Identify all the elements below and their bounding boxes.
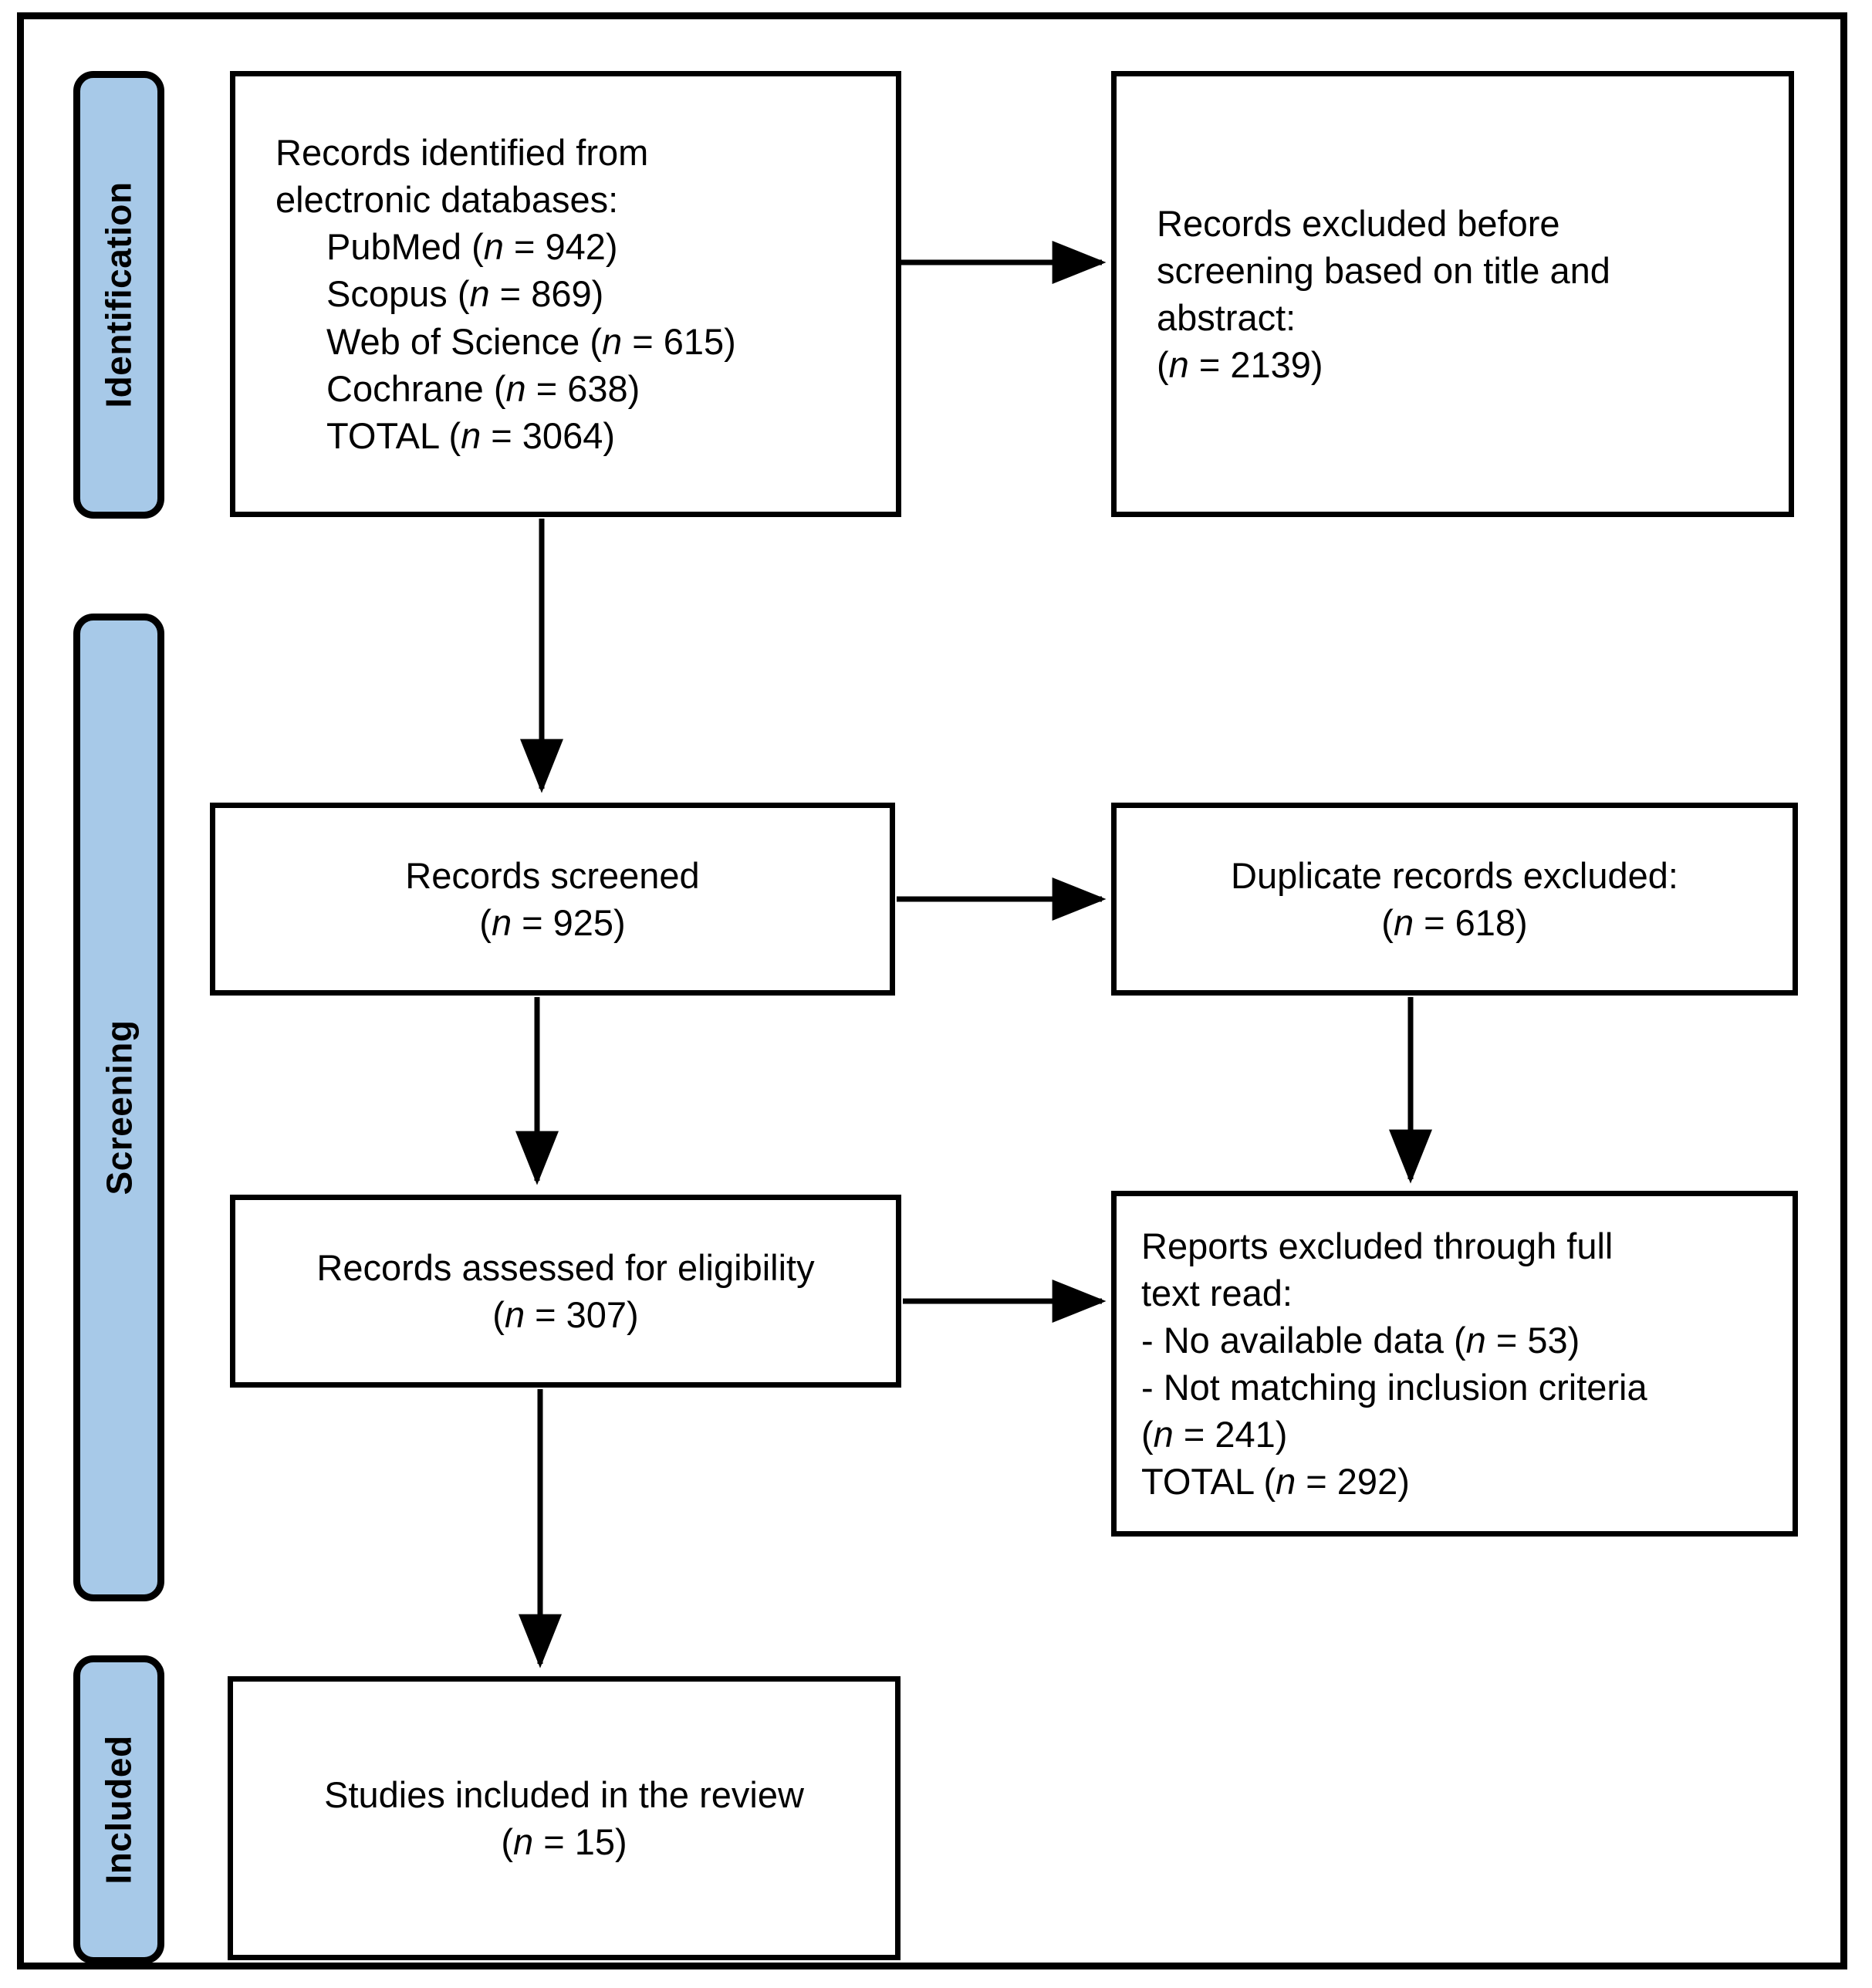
n-italic: n: [1393, 902, 1414, 943]
total-value: = 292): [1296, 1461, 1410, 1503]
paren-open: (: [492, 1294, 505, 1335]
reports-excluded-not-matching-count: (n = 241): [1141, 1411, 1793, 1458]
reports-excluded-total: TOTAL (n = 292): [1141, 1458, 1793, 1505]
excluded-before-value: = 2139): [1188, 344, 1323, 386]
paren-open: (: [1157, 344, 1169, 386]
excluded-before-line-3: abstract:: [1157, 297, 1296, 338]
n-italic: n: [461, 414, 482, 456]
records-identified-pubmed: PubMed (n = 942): [275, 223, 896, 270]
records-assessed-value: = 307): [525, 1294, 639, 1335]
box-studies-included-in-review: Studies included in the review (n = 15): [228, 1676, 901, 1960]
cochrane-label: Cochrane (: [326, 367, 506, 409]
records-screened-label: Records screened: [405, 854, 700, 896]
box-records-assessed-for-eligibility: Records assessed for eligibility (n = 30…: [230, 1195, 901, 1388]
scopus-label: Scopus (: [326, 273, 470, 315]
n-italic: n: [1153, 1414, 1174, 1456]
paren-open: (: [479, 902, 492, 943]
excluded-before-count: (n = 2139): [1157, 341, 1789, 388]
wos-value: = 615): [622, 320, 736, 362]
not-matching-value: = 241): [1173, 1414, 1288, 1456]
pubmed-value: = 942): [503, 226, 618, 268]
records-identified-wos: Web of Science (n = 615): [275, 318, 896, 365]
n-italic: n: [1168, 344, 1189, 386]
pubmed-label: PubMed (: [326, 226, 484, 268]
n-italic: n: [491, 902, 512, 943]
box-records-identified: Records identified from electronic datab…: [230, 71, 901, 517]
diagram-outer-frame: [17, 12, 1847, 1969]
n-italic: n: [1276, 1461, 1296, 1503]
box-duplicate-records-excluded: Duplicate records excluded: (n = 618): [1111, 803, 1798, 996]
paren-open: (: [1381, 902, 1394, 943]
n-italic: n: [513, 1821, 534, 1862]
n-italic: n: [469, 273, 490, 315]
records-screened-value: = 925): [512, 902, 626, 943]
phase-bar-screening: Screening: [73, 614, 164, 1601]
excluded-before-line-2: screening based on title and: [1157, 249, 1610, 291]
records-identified-line-2: electronic databases:: [275, 179, 619, 221]
box-records-excluded-before-screening: Records excluded before screening based …: [1111, 71, 1794, 517]
duplicates-excluded-value: = 618): [1414, 902, 1528, 943]
no-available-data-label: - No available data (: [1141, 1319, 1466, 1361]
box-reports-excluded-full-text: Reports excluded through full text read:…: [1111, 1191, 1798, 1537]
total-value: = 3064): [481, 414, 616, 456]
records-assessed-count: (n = 307): [235, 1291, 896, 1338]
duplicates-excluded-label: Duplicate records excluded:: [1231, 854, 1678, 896]
wos-label: Web of Science (: [326, 320, 603, 362]
n-italic: n: [505, 367, 526, 409]
studies-included-count: (n = 15): [233, 1818, 895, 1865]
studies-included-label: Studies included in the review: [324, 1773, 804, 1815]
paren-open: (: [501, 1821, 513, 1862]
studies-included-value: = 15): [533, 1821, 627, 1862]
total-label: TOTAL (: [326, 414, 461, 456]
phase-bar-included: Included: [73, 1655, 164, 1964]
records-identified-scopus: Scopus (n = 869): [275, 270, 896, 317]
n-italic: n: [504, 1294, 525, 1335]
excluded-before-line-1: Records excluded before: [1157, 202, 1560, 244]
n-italic: n: [602, 320, 623, 362]
reports-excluded-line-2: text read:: [1141, 1272, 1292, 1314]
records-identified-cochrane: Cochrane (n = 638): [275, 365, 896, 412]
no-available-data-value: = 53): [1485, 1319, 1580, 1361]
duplicates-excluded-count: (n = 618): [1117, 899, 1793, 946]
reports-excluded-no-data: - No available data (n = 53): [1141, 1317, 1793, 1364]
n-italic: n: [1465, 1319, 1486, 1361]
n-italic: n: [483, 226, 504, 268]
total-label: TOTAL (: [1141, 1461, 1276, 1503]
records-assessed-label: Records assessed for eligibility: [316, 1246, 815, 1288]
cochrane-value: = 638): [525, 367, 640, 409]
reports-excluded-line-1: Reports excluded through full: [1141, 1225, 1614, 1266]
records-screened-count: (n = 925): [215, 899, 890, 946]
records-identified-total: TOTAL (n = 3064): [275, 412, 896, 459]
phase-bar-identification: Identification: [73, 71, 164, 519]
paren-open: (: [1141, 1414, 1154, 1456]
scopus-value: = 869): [489, 273, 604, 315]
reports-excluded-not-matching: - Not matching inclusion criteria: [1141, 1367, 1647, 1408]
records-identified-line-1: Records identified from: [275, 132, 649, 174]
box-records-screened: Records screened (n = 925): [210, 803, 895, 996]
